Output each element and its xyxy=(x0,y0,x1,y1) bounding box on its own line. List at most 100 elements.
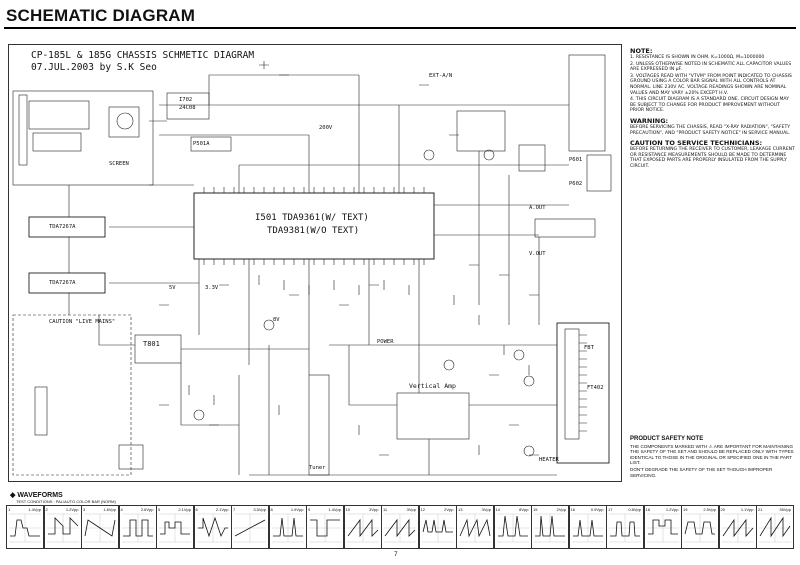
waveform-13: 13 3Vpp xyxy=(456,505,494,549)
waveform-voltage: 3Vpp xyxy=(481,507,491,512)
waveform-2: 2 1.2Vpp xyxy=(43,505,82,549)
waveform-trace xyxy=(384,513,416,543)
label-screen: SCREEN xyxy=(109,161,129,167)
waveform-number: 2 xyxy=(45,507,48,512)
waveform-trace xyxy=(234,513,266,543)
waveform-number: 15 xyxy=(533,507,538,512)
waveform-number: 9 xyxy=(308,507,311,512)
main-ic-label-2: TDA9381(W/O TEXT) xyxy=(267,226,360,236)
schematic-title-line1: CP-185L & 185G CHASSIS SCHMETIC DIAGRAM xyxy=(31,50,255,61)
ic-label-24c08: 24C08 xyxy=(179,105,196,111)
ic-label-audio-1: TDA7267A xyxy=(49,224,76,230)
note-item-4: 4. THIS CIRCUIT DIAGRAM IS A STANDARD ON… xyxy=(630,97,790,114)
label-heater: HEATER xyxy=(539,457,559,463)
label-ft402: FT402 xyxy=(587,385,604,391)
page-number: 7 xyxy=(394,551,398,558)
waveform-voltage: 2Vpp xyxy=(444,507,454,512)
label-power: POWER xyxy=(377,339,394,345)
waveform-trace xyxy=(421,513,454,543)
waveform-voltage: 2.5Vpp xyxy=(703,507,716,512)
waveform-trace xyxy=(534,513,566,543)
ic-label-i702: I702 xyxy=(179,97,193,103)
note-item-1: 1. RESISTANCE IS SHOWN IN OHM. K=1000Ω, … xyxy=(630,55,765,60)
waveform-number: 13 xyxy=(458,507,463,512)
waveform-number: 20 xyxy=(720,507,725,512)
ic-label-audio-2: TDA7267A xyxy=(49,280,76,286)
waveform-voltage: 3Vpp xyxy=(406,507,416,512)
waveform-5: 5 2.1Vpp xyxy=(156,505,194,549)
page-title: SCHEMATIC DIAGRAM xyxy=(6,6,196,25)
safety-heading: PRODUCT SAFETY NOTE xyxy=(630,436,704,442)
waveform-number: 5 xyxy=(158,507,161,512)
waveform-trace xyxy=(309,513,341,543)
waveform-trace xyxy=(721,513,754,543)
notes-heading: NOTE: xyxy=(630,47,653,55)
warning-heading: WARNING: xyxy=(630,116,669,125)
waveform-voltage: 2.1Vpp xyxy=(215,507,229,512)
waveform-trace xyxy=(121,513,154,543)
waveform-voltage: 2.1Vpp xyxy=(178,507,191,512)
waveform-voltage: 0.9Vpp xyxy=(590,507,604,512)
label-33v: 3.3V xyxy=(205,285,219,291)
waveform-14: 14 8Vpp xyxy=(493,505,532,549)
waveform-voltage: 1.9Vpp xyxy=(290,507,304,512)
waveform-6: 6 2.1Vpp xyxy=(193,505,232,549)
caution-text: BEFORE RETURNING THE RECEIVER TO CUSTOME… xyxy=(630,147,795,169)
waveform-voltage: 35Vpp xyxy=(779,507,791,512)
safety-text-2: DON'T DEGRADE THE SAFETY OF THE SET THOU… xyxy=(630,466,773,478)
note-item-3: 3. VOLTAGES READ WITH "VTVM" FROM POINT … xyxy=(630,73,792,96)
waveform-number: 19 xyxy=(683,507,688,512)
waveform-trace xyxy=(459,513,491,543)
waveform-number: 18 xyxy=(645,507,650,512)
label-fbt: FBT xyxy=(584,345,594,351)
caution-heading: CAUTION TO SERVICE TECHNICIANS: xyxy=(630,139,763,148)
label-ext-av: EXT-A/N xyxy=(429,73,453,79)
label-tuner: Tuner xyxy=(309,465,326,471)
waveform-trace xyxy=(159,513,191,543)
waveforms-heading: ◆ WAVEFORMS xyxy=(10,492,63,499)
note-item-2: 2. UNLESS OTHERWISE NOTED IN SCHEMATIC A… xyxy=(630,61,792,73)
main-ic-label-1: I501 TDA9361(W/ TEXT) xyxy=(255,213,369,223)
waveform-voltage: 1.2Vpp xyxy=(65,507,79,512)
page-header: SCHEMATIC DIAGRAM xyxy=(4,6,796,29)
waveform-number: 16 xyxy=(570,507,575,512)
waveform-trace xyxy=(684,513,716,543)
label-a-out: A.OUT xyxy=(529,205,546,211)
waveform-number: 6 xyxy=(195,507,198,512)
label-200v: 200V xyxy=(319,125,333,131)
waveform-voltage: 8Vpp xyxy=(519,507,529,512)
product-safety-note: PRODUCT SAFETY NOTE THE COMPONENTS MARKE… xyxy=(630,436,795,479)
waveform-trace xyxy=(346,513,379,543)
waveform-voltage: 1.6Vpp xyxy=(103,507,116,512)
waveform-voltage: 3Vpp xyxy=(369,507,379,512)
waveform-number: 3 xyxy=(83,507,86,512)
warning-text: BEFORE SERVICING THE CHASSIS, READ "X-RA… xyxy=(630,124,791,136)
waveform-trace xyxy=(759,513,791,543)
waveform-voltage: 1.1Vpp xyxy=(740,507,754,512)
waveform-number: 4 xyxy=(120,507,123,512)
waveform-voltage: 0.8Vpp xyxy=(628,507,641,512)
label-p602: P602 xyxy=(569,181,583,187)
label-t801: T801 xyxy=(143,340,160,348)
waveform-3: 3 1.6Vpp xyxy=(81,505,119,549)
waveform-trace xyxy=(609,513,641,543)
waveform-voltage: 1.2Vpp xyxy=(665,507,679,512)
label-5v: 5V xyxy=(169,285,176,291)
waveform-18: 18 1.2Vpp xyxy=(643,505,682,549)
waveform-trace xyxy=(646,513,679,543)
schematic-title-line2: 07.JUL.2003 by S.K Seo xyxy=(31,62,157,73)
waveform-number: 14 xyxy=(495,507,500,512)
waveform-number: 1 xyxy=(8,507,11,512)
label-8v: 8V xyxy=(273,317,280,323)
waveform-trace xyxy=(84,513,116,543)
waveform-20: 20 1.1Vpp xyxy=(718,505,757,549)
schematic-sheet: CP-185L & 185G CHASSIS SCHMETIC DIAGRAM … xyxy=(8,44,622,482)
label-vertical-amp: Vertical Amp xyxy=(409,382,456,390)
